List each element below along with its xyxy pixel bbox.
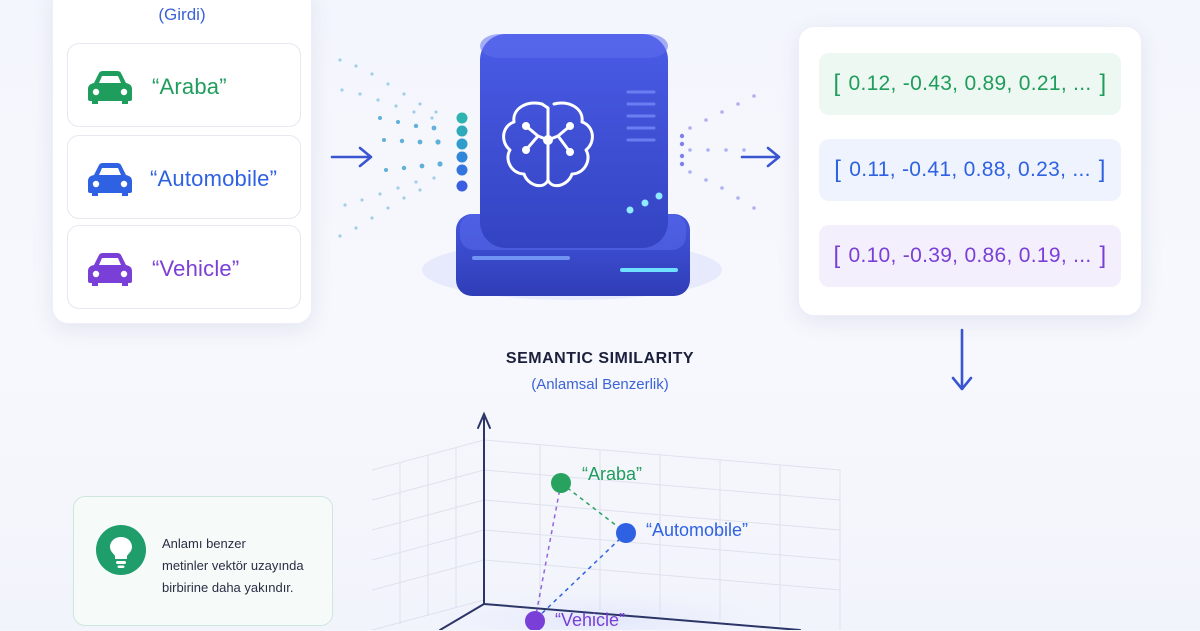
output-flow-dots xyxy=(679,94,756,210)
input-word: “Araba” xyxy=(152,74,227,99)
input-word: “Automobile” xyxy=(150,166,278,191)
close-bracket: ] xyxy=(1098,156,1106,183)
point-label-automobile: “Automobile” xyxy=(646,520,749,540)
tip-line: metinler vektör uzayında xyxy=(162,558,304,573)
vector-values: 0.11, -0.41, 0.88, 0.23, ... xyxy=(849,158,1091,181)
lightbulb-icon xyxy=(96,525,146,575)
point-label-vehicle: “Vehicle” xyxy=(555,610,626,630)
car-icon xyxy=(88,253,132,286)
open-bracket: [ xyxy=(833,242,841,269)
vector-row-vehicle: [ 0.10, -0.39, 0.86, 0.19, ... ] xyxy=(819,225,1121,287)
tip-line: birbirine daha yakındır. xyxy=(162,580,294,595)
car-icon xyxy=(88,163,132,196)
similarity-title: SEMANTIC SIMILARITY xyxy=(505,350,695,367)
car-icon xyxy=(88,71,132,104)
down-arrow-icon xyxy=(951,328,973,391)
close-bracket: ] xyxy=(1099,70,1107,97)
point-vehicle xyxy=(525,611,545,630)
input-word: “Vehicle” xyxy=(152,256,240,281)
close-bracket: ] xyxy=(1099,242,1107,269)
vector-row-araba: [ 0.12, -0.43, 0.89, 0.21, ... ] xyxy=(819,53,1121,115)
output-arrow-icon xyxy=(740,146,781,168)
input-subtitle: (Girdi) xyxy=(158,5,206,24)
input-item-automobile: “Automobile” xyxy=(67,135,301,219)
input-card: (Girdi) “Araba” “Automobile” “Vehicle” xyxy=(52,0,312,324)
input-item-vehicle: “Vehicle” xyxy=(67,225,301,309)
similarity-plot xyxy=(370,411,841,630)
open-bracket: [ xyxy=(833,70,841,97)
embedding-model-cube xyxy=(422,34,722,300)
input-item-araba: “Araba” xyxy=(67,43,301,127)
open-bracket: [ xyxy=(834,156,842,183)
vector-row-automobile: [ 0.11, -0.41, 0.88, 0.23, ... ] xyxy=(819,139,1121,201)
point-araba xyxy=(551,473,571,493)
vector-values: 0.12, -0.43, 0.89, 0.21, ... xyxy=(848,72,1092,95)
similarity-subtitle: (Anlamsal Benzerlik) xyxy=(531,376,669,393)
input-arrow-icon xyxy=(330,146,373,168)
point-label-araba: “Araba” xyxy=(582,464,643,484)
vector-values: 0.10, -0.39, 0.86, 0.19, ... xyxy=(848,244,1092,267)
tip-card: Anlamı benzer metinler vektör uzayında b… xyxy=(73,496,333,626)
tip-line: Anlamı benzer xyxy=(162,536,246,551)
point-automobile xyxy=(616,523,636,543)
tip-text: Anlamı benzer metinler vektör uzayında b… xyxy=(162,533,327,599)
brain-icon xyxy=(502,101,594,188)
input-flow-dots xyxy=(338,58,468,238)
vector-output-card: [ 0.12, -0.43, 0.89, 0.21, ... ] [ 0.11,… xyxy=(798,26,1142,316)
